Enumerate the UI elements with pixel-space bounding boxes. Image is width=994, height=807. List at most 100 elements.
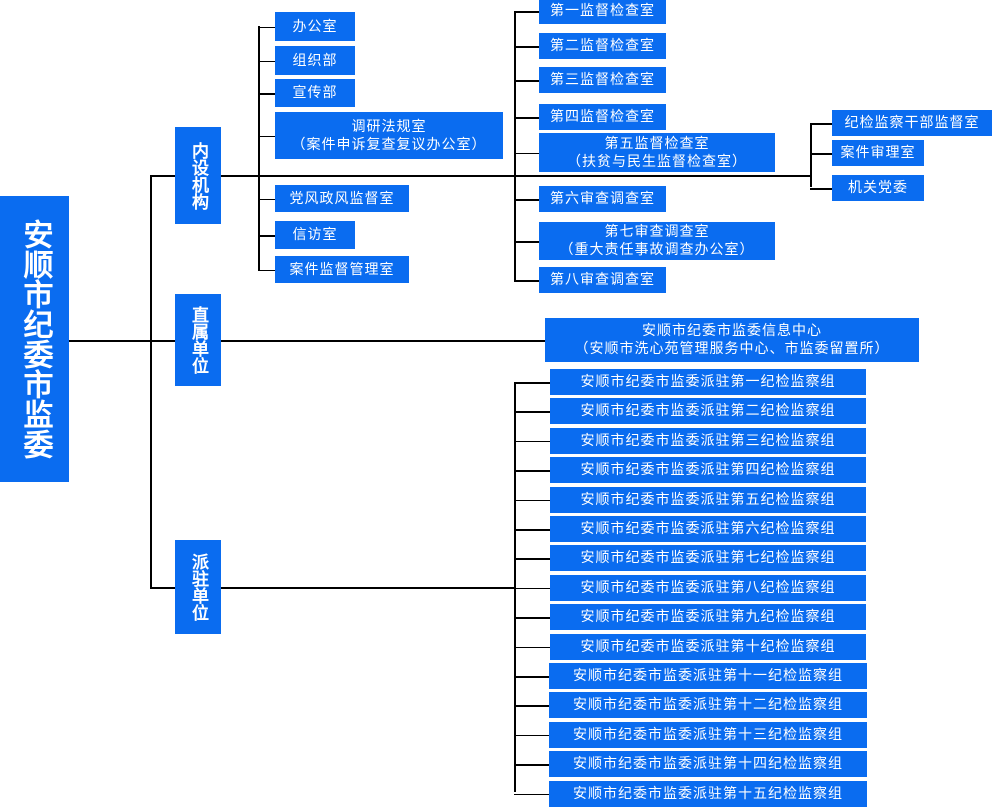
connector-inspection-2: [514, 46, 539, 48]
inspection-room-6: 第六审查调查室: [539, 186, 666, 212]
connector-stationed-group-4: [514, 470, 550, 472]
stationed-group-11: 安顺市纪委市监委派驻第十一纪检监察组: [549, 663, 867, 689]
office-2: 组织部: [275, 46, 355, 75]
stationed-group-11-line-1: 安顺市纪委市监委派驻第十一纪检监察组: [573, 668, 843, 684]
connector-inspection-spine: [514, 11, 516, 281]
stationed-group-15-line-1: 安顺市纪委市监委派驻第十五纪检监察组: [573, 785, 843, 802]
stationed-group-1-line-1: 安顺市纪委市监委派驻第一纪检监察组: [580, 374, 836, 390]
direct-unit-1: 安顺市纪委市监委信息中心（安顺市洗心苑管理服务中心、市监委留置所）: [545, 318, 919, 362]
stationed-group-12-line-1: 安顺市纪委市监委派驻第十二纪检监察组: [573, 697, 843, 714]
connector-stationed-group-14: [514, 764, 549, 766]
inspection-room-5: 第五监督检查室（扶贫与民生监督检查室）: [539, 133, 775, 172]
connector-stationed-group-5: [514, 499, 550, 502]
category-internal: 内设机构: [175, 127, 221, 224]
stationed-group-7: 安顺市纪委市监委派驻第七纪检监察组: [550, 545, 866, 572]
inspection-room-7-line-2: （重大责任事故调查办公室）: [559, 242, 755, 258]
inspection-room-7: 第七审查调查室 （重大责任事故调查办公室）: [539, 222, 775, 260]
connector-offices-spine: [258, 26, 260, 270]
direct-unit-1-line-1: 安顺市纪委市监委信息中心: [642, 323, 822, 339]
stationed-group-13: 安顺市纪委市监委派驻第十三纪检监察组: [549, 721, 867, 748]
stationed-group-5-line-1: 安顺市纪委市监委派驻第五纪检监察组: [580, 491, 836, 508]
stationed-group-2-line-1: 安顺市纪委市监委派驻第二纪检监察组: [580, 403, 836, 420]
root-node: 安顺市纪委市监委: [0, 196, 69, 482]
other-room-1: 纪检监察干部监督室: [832, 110, 992, 136]
other-room-2: 案件审理室: [832, 140, 924, 166]
other-room-2-line-1: 案件审理室: [840, 145, 916, 161]
inspection-room-1: 第一监督检查室: [539, 0, 666, 24]
connector-office-4: [258, 135, 275, 137]
stationed-group-1: 安顺市纪委市监委派驻第一纪检监察组: [550, 369, 866, 395]
stationed-group-2: 安顺市纪委市监委派驻第二纪检监察组: [550, 398, 866, 425]
connector-other-2: [810, 153, 832, 155]
connector-stationed-group-13: [514, 734, 549, 737]
stationed-group-10: 安顺市纪委市监委派驻第十纪检监察组: [550, 633, 866, 660]
connector-inspection-1: [514, 11, 539, 13]
stationed-group-15: 安顺市纪委市监委派驻第十五纪检监察组: [549, 780, 867, 807]
stationed-group-14: 安顺市纪委市监委派驻第十四纪检监察组: [549, 751, 867, 778]
office-4-line-2: （案件申诉复查复议办公室）: [291, 136, 487, 153]
connector-internal: [150, 175, 175, 177]
stationed-group-12: 安顺市纪委市监委派驻第十二纪检监察组: [549, 692, 867, 719]
inspection-room-7-line-1: 第七审查调查室: [604, 224, 710, 240]
connector-other-3: [810, 188, 832, 190]
connector-office-2: [258, 60, 275, 62]
stationed-group-4: 安顺市纪委市监委派驻第四纪检监察组: [550, 457, 866, 484]
stationed-group-10-line-1: 安顺市纪委市监委派驻第十纪检监察组: [580, 638, 836, 655]
inspection-room-3: 第三监督检查室: [539, 67, 666, 93]
connector-direct: [150, 340, 175, 342]
connector-inspection-5: [514, 152, 539, 154]
connector-office-5: [258, 198, 275, 200]
stationed-group-9: 安顺市纪委市监委派驻第九纪检监察组: [550, 604, 866, 631]
category-direct: 直属单位: [175, 294, 221, 386]
connector-inspection-7: [514, 241, 539, 243]
stationed-group-5: 安顺市纪委市监委派驻第五纪检监察组: [550, 486, 866, 513]
connector-other-1: [810, 123, 832, 125]
stationed-group-6: 安顺市纪委市监委派驻第六纪检监察组: [550, 516, 866, 542]
stationed-group-13-line-1: 安顺市纪委市监委派驻第十三纪检监察组: [573, 726, 843, 743]
connector-inspection-6: [514, 199, 539, 201]
other-room-3: 机关党委: [832, 175, 924, 201]
stationed-group-14-line-1: 安顺市纪委市监委派驻第十四纪检监察组: [573, 756, 843, 773]
inspection-room-5-line-1: 第五监督检查室: [604, 135, 710, 152]
inspection-room-6-line-1: 第六审查调查室: [550, 191, 655, 207]
connector-stationed-trunk: [221, 587, 516, 589]
connector-other-spine: [810, 123, 812, 187]
office-3-line-1: 宣传部: [292, 85, 338, 101]
office-7-line-1: 案件监督管理室: [289, 261, 395, 278]
office-5: 党风政风监督室: [275, 185, 409, 212]
connector-stationed-group-9: [514, 617, 550, 619]
connector-stationed-group-7: [514, 558, 550, 560]
inspection-room-8-line-1: 第八审查调查室: [550, 272, 655, 288]
connector-stationed-spine: [514, 382, 516, 792]
connector-stationed-group-15: [514, 793, 549, 796]
connector-category-spine: [150, 175, 152, 587]
inspection-room-5-line-2: （扶贫与民生监督检查室）: [567, 153, 747, 170]
stationed-group-4-line-1: 安顺市纪委市监委派驻第四纪检监察组: [580, 462, 836, 479]
office-4-line-1: 调研法规室: [351, 118, 427, 135]
connector-office-3: [258, 93, 275, 95]
inspection-room-2-line-1: 第二监督检查室: [550, 38, 655, 54]
connector-root: [69, 340, 151, 342]
connector-office-6: [258, 235, 275, 237]
connector-stationed-group-12: [514, 705, 549, 707]
inspection-room-4-line-1: 第四监督检查室: [550, 109, 655, 125]
connector-stationed-group-6: [514, 529, 550, 531]
connector-stationed-group-1: [514, 382, 550, 384]
connector-inspection-8: [514, 280, 539, 282]
office-2-line-1: 组织部: [292, 52, 338, 69]
connector-stationed-group-8: [514, 587, 550, 590]
office-3: 宣传部: [275, 79, 355, 107]
stationed-group-3: 安顺市纪委市监委派驻第三纪检监察组: [550, 427, 866, 454]
other-room-3-line-1: 机关党委: [848, 180, 908, 196]
inspection-room-2: 第二监督检查室: [539, 33, 666, 59]
inspection-room-3-line-1: 第三监督检查室: [550, 72, 655, 88]
connector-inspection-4: [514, 117, 539, 119]
stationed-group-7-line-1: 安顺市纪委市监委派驻第七纪检监察组: [580, 550, 836, 567]
connector-stationed-group-10: [514, 646, 550, 649]
office-1: 办公室: [275, 12, 355, 41]
inspection-room-8: 第八审查调查室: [539, 267, 666, 293]
other-room-1-line-1: 纪检监察干部监督室: [844, 115, 980, 131]
connector-internal-trunk: [221, 175, 810, 177]
stationed-group-3-line-1: 安顺市纪委市监委派驻第三纪检监察组: [580, 432, 836, 449]
connector-inspection-3: [514, 80, 539, 82]
